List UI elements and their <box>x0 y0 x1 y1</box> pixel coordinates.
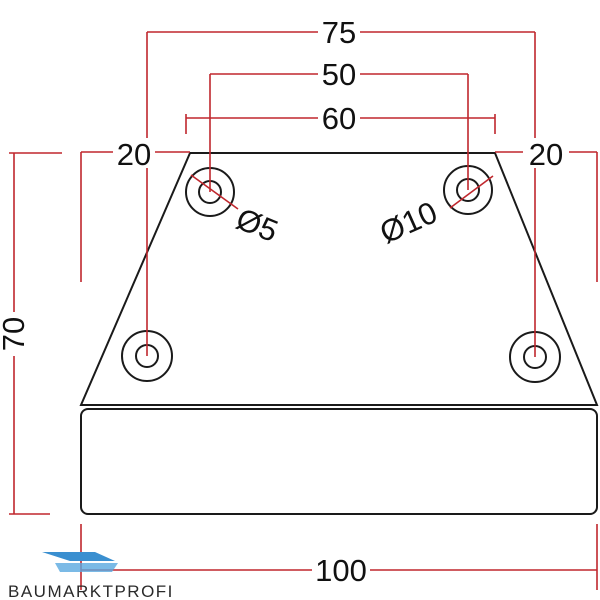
dim-left-offset: 20 <box>117 137 151 172</box>
dim-top-edge: 60 <box>322 101 356 136</box>
watermark-logo: BAUMARKTPROFI <box>8 552 174 600</box>
dim-height: 70 <box>0 317 31 351</box>
dimension-lines <box>9 31 598 590</box>
trapezoid-body <box>79 152 599 406</box>
mounting-holes <box>121 165 561 383</box>
dim-hole-spacing: 50 <box>322 57 356 92</box>
dim-top-width: 75 <box>322 15 356 50</box>
callout-small-hole: Ø5 <box>231 201 282 249</box>
callout-large-hole: Ø10 <box>375 195 443 251</box>
base-block <box>80 408 598 515</box>
logo-swoosh <box>42 552 115 561</box>
watermark-text: BAUMARKTPROFI <box>8 582 174 600</box>
dim-right-offset: 20 <box>529 137 563 172</box>
dim-bottom-width: 100 <box>315 553 367 588</box>
part-outline <box>79 152 599 515</box>
dimension-labels: 75 50 60 20 20 70 100 Ø5 Ø10 <box>0 15 569 588</box>
